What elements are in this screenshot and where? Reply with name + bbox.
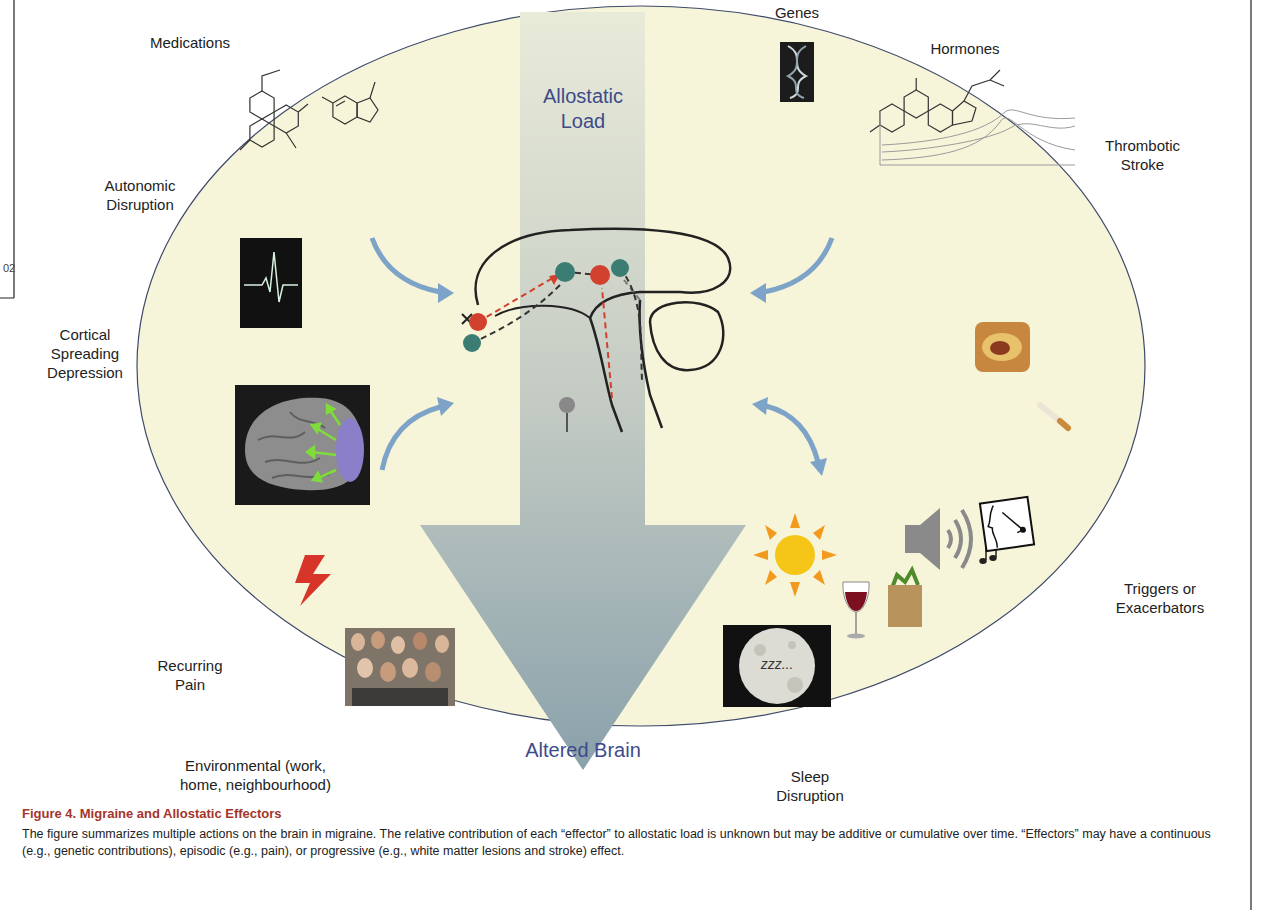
effector-label: Recurring Pain <box>150 657 230 695</box>
effector-label: Sleep Disruption <box>765 768 855 806</box>
figure-title: Figure 4. Migraine and Allostatic Effect… <box>22 806 1237 822</box>
arrow-label: Altered Brain <box>483 738 683 763</box>
effector-label: Genes <box>757 4 837 23</box>
arrow-label: Allostatic Load <box>523 84 643 134</box>
effector-label: Cortical Spreading Depression <box>40 326 130 382</box>
figure-caption: The figure summarizes multiple actions o… <box>22 826 1237 860</box>
effector-label: Thrombotic Stroke <box>1095 137 1190 175</box>
effector-label: Autonomic Disruption <box>90 177 190 215</box>
allostatic-load-arrow: Allostatic LoadAltered Brain <box>420 12 746 770</box>
brain-circuit-diagram <box>440 210 760 450</box>
effector-label: Environmental (work, home, neighbourhood… <box>168 757 343 795</box>
effector-label: Triggers or Exacerbators <box>1105 580 1215 618</box>
moon-text: zzz... <box>747 656 807 674</box>
page-fragment: 02 <box>1 262 17 276</box>
effector-label: Hormones <box>915 40 1015 59</box>
effector-label: Medications <box>130 34 250 53</box>
